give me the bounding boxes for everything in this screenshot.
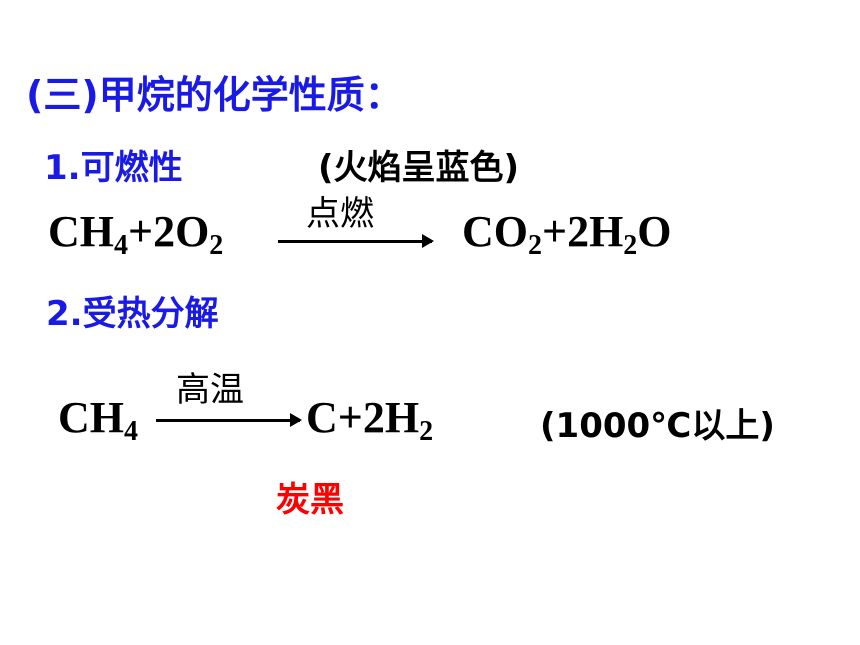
decomposition-products: C+2H2 — [306, 392, 433, 446]
combustion-products: CO2+2H2O — [462, 206, 672, 260]
property2-label: 2.受热分解 — [46, 294, 219, 334]
decomposition-condition: 高温 — [176, 370, 244, 410]
product-h2-subscript: 2 — [419, 416, 434, 447]
reactant-o2: +2O — [128, 207, 210, 256]
property1-label: 1.可燃性 — [44, 148, 183, 188]
product-h: +2H — [542, 207, 624, 256]
combustion-arrow — [278, 234, 434, 248]
product-h-subscript: 2 — [623, 230, 638, 261]
product-co: CO — [462, 207, 528, 256]
section-title: (三)甲烷的化学性质： — [26, 73, 403, 117]
reactant-o2-subscript: 2 — [209, 230, 224, 261]
carbon-black-label: 炭黑 — [276, 480, 344, 520]
reactant-ch: CH — [48, 207, 114, 256]
reactant-ch4: CH — [58, 393, 124, 442]
decomposition-arrow — [156, 413, 302, 427]
decomposition-reactant: CH4 — [58, 392, 138, 446]
combustion-reactants: CH4+2O2 — [48, 206, 223, 260]
property1-note: (火焰呈蓝色) — [318, 148, 520, 188]
temperature-note: (1000℃以上) — [540, 406, 775, 446]
reactant-ch-subscript: 4 — [114, 230, 128, 261]
product-co-subscript: 2 — [528, 230, 542, 261]
combustion-condition: 点燃 — [306, 194, 374, 234]
product-c-h: C+2H — [306, 393, 420, 442]
product-o: O — [637, 207, 672, 256]
reactant-ch4-subscript: 4 — [124, 416, 138, 447]
